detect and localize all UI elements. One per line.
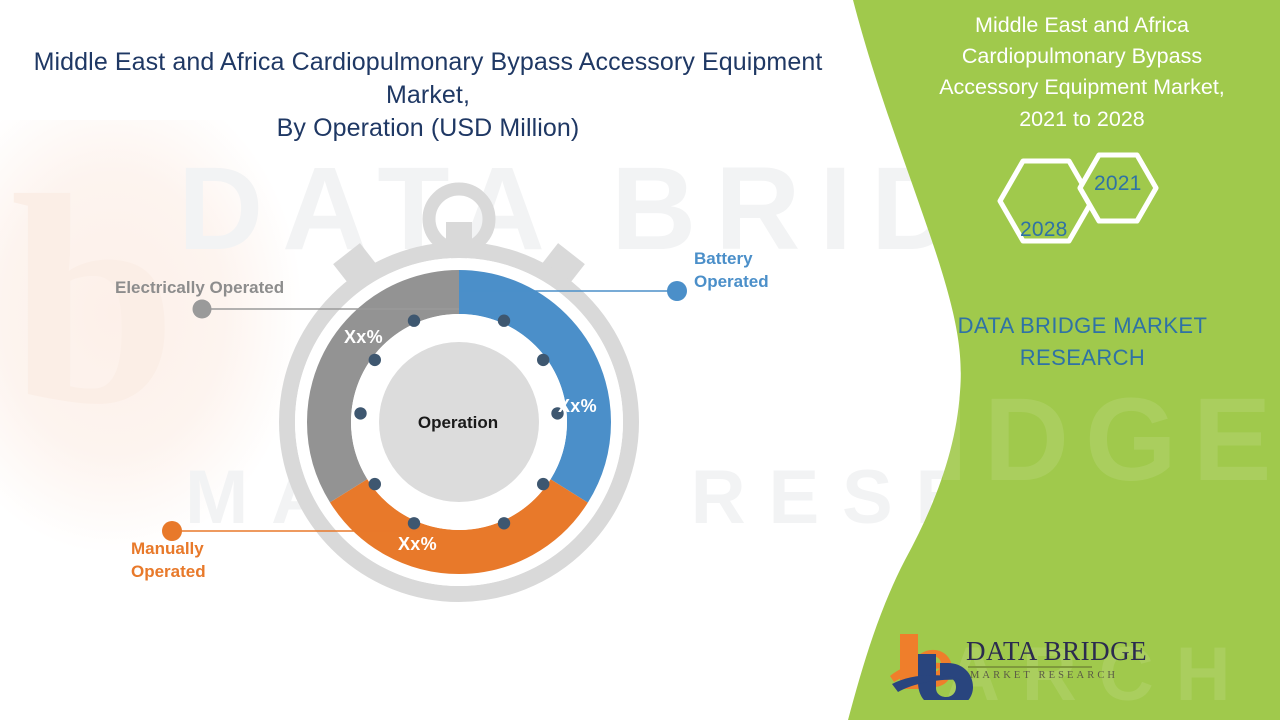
- logo-orange-b: [900, 634, 953, 689]
- brand-line-1: DATA BRIDGE MARKET: [957, 313, 1208, 338]
- green-panel-content: Middle East and Africa Cardiopulmonary B…: [930, 0, 1280, 720]
- year-hexagons: [997, 152, 1159, 244]
- callout-battery-line-2: Operated: [694, 271, 769, 291]
- logo-mark: [890, 634, 973, 700]
- segment-electrically-operated[interactable]: [307, 270, 611, 574]
- donut-segments: [307, 270, 611, 574]
- hexagon-2021-label: 2021: [1094, 172, 1142, 195]
- callout-electrically-operated: Electrically Operated: [115, 277, 284, 300]
- callout-manually-line-1: Manually: [131, 539, 204, 558]
- logo-divider: [968, 666, 1092, 668]
- dial-marker-dots: [354, 314, 564, 530]
- watermark-b-glyph: b: [10, 134, 177, 466]
- value-label-manually-operated: Xx%: [398, 534, 437, 554]
- panel-title-line-4: 2021 to 2028: [1019, 106, 1145, 131]
- panel-title: Middle East and Africa Cardiopulmonary B…: [912, 10, 1252, 135]
- watermark-glow: [0, 120, 300, 550]
- stopwatch-body-ring: [279, 242, 639, 602]
- page-title-line-1: Middle East and Africa Cardiopulmonary B…: [33, 48, 823, 109]
- hexagon-2028-label: 2028: [1020, 218, 1068, 241]
- donut-chart-stopwatch: [279, 182, 639, 602]
- callout-battery-operated: Battery Operated: [694, 248, 769, 294]
- logo-blue-swoosh: [892, 675, 962, 692]
- brand-line-2: RESEARCH: [1019, 344, 1146, 370]
- callout-manually-operated: Manually Operated: [131, 538, 206, 584]
- panel-title-line-2: Cardiopulmonary Bypass: [961, 44, 1203, 69]
- dial-hub: [379, 342, 539, 502]
- leader-dot-battery: [667, 281, 687, 301]
- brand-name: DATA BRIDGE MARKET RESEARCH: [910, 310, 1255, 374]
- donut-center-label: Operation: [417, 413, 499, 432]
- segment-manually-operated[interactable]: [307, 270, 611, 574]
- logo-wordmark: DATA BRIDGE: [966, 636, 1148, 666]
- data-bridge-logo: DATA BRIDGE MARKET RESEARCH: [888, 628, 1147, 700]
- callout-manually-line-2: Operated: [131, 561, 206, 581]
- page-title: Middle East and Africa Cardiopulmonary B…: [0, 46, 856, 145]
- panel-title-line-3: Accessory Equipment Market,: [939, 75, 1225, 100]
- panel-title-line-1: Middle East and Africa: [975, 13, 1189, 37]
- leader-dot-electrically: [192, 299, 212, 319]
- callout-battery-line-1: Battery: [694, 249, 753, 268]
- value-label-battery-operated: Xx%: [558, 396, 597, 416]
- page-title-line-2: By Operation (USD Million): [276, 114, 580, 142]
- callout-electrically-label: Electrically Operated: [115, 278, 285, 297]
- value-label-electrically-operated: Xx%: [344, 327, 383, 347]
- hexagon-2021-outline: [1077, 152, 1159, 224]
- logo-tagline: MARKET RESEARCH: [970, 670, 1119, 681]
